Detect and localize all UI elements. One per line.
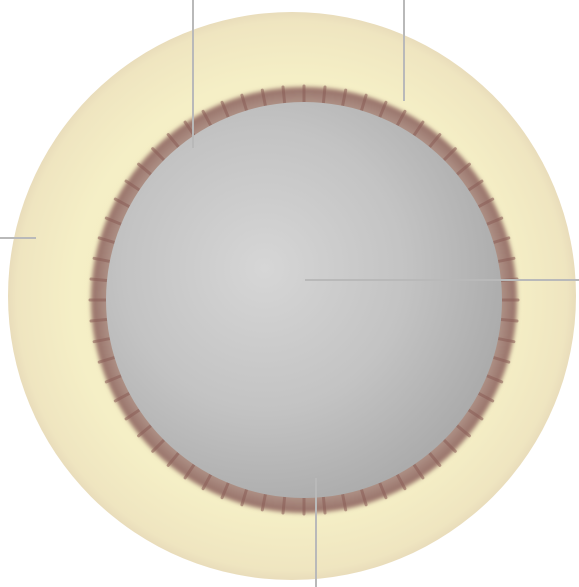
crenulation-ridge [283,495,285,513]
crenulation-ridge [91,319,109,321]
crenulation-ridge [283,87,285,105]
crenulation-ridge [499,319,517,321]
crenulation-ridge [323,87,325,105]
center-disc [106,102,502,498]
crenulation-ridge [91,279,109,281]
crenulation-ridge [323,495,325,513]
